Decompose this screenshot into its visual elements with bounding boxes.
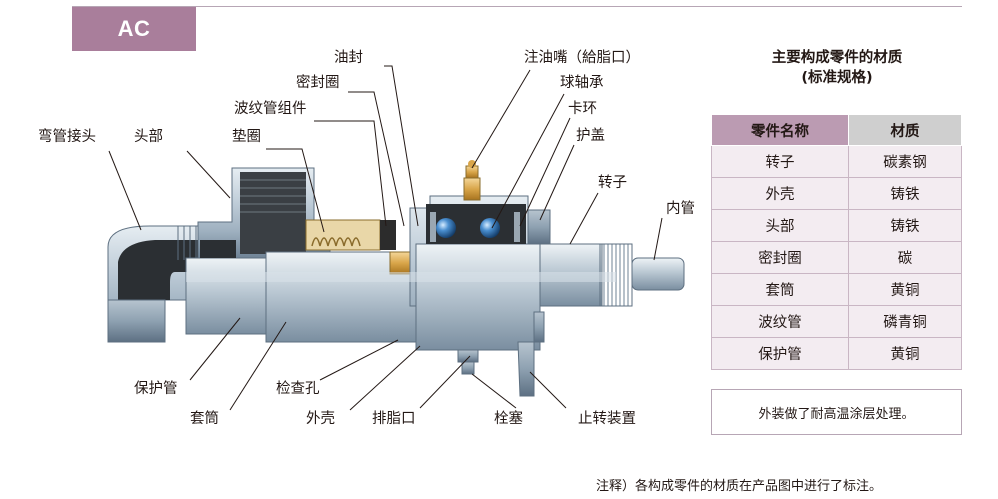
label-rotation-stopper: 止转装置 <box>578 411 636 427</box>
footnote: 注释）各构成零件的材质在产品图中进行了标注。 <box>596 479 883 494</box>
material-cell: 黄铜 <box>848 273 962 306</box>
material-cell: 碳素钢 <box>848 145 962 178</box>
table-row: 密封圈碳 <box>711 241 962 274</box>
part-name-cell: 头部 <box>711 209 849 242</box>
label-housing: 外壳 <box>306 411 335 427</box>
model-badge: AC <box>72 7 196 51</box>
label-seal-ring: 密封圈 <box>296 75 340 91</box>
label-gasket: 垫圈 <box>232 129 261 145</box>
top-rule <box>72 6 962 7</box>
label-inspection-hole: 检查孔 <box>276 381 320 397</box>
table-row: 外壳铸铁 <box>711 177 962 210</box>
materials-table-title: 主要构成零件的材质 (标准规格) <box>712 48 962 88</box>
label-inner-pipe: 内管 <box>666 201 695 217</box>
label-snap-ring: 卡环 <box>568 101 597 117</box>
label-grease-nipple: 注油嘴（給脂口） <box>524 50 640 66</box>
label-rotor: 转子 <box>598 175 627 191</box>
label-cover: 护盖 <box>576 128 605 144</box>
table-row: 转子碳素钢 <box>711 145 962 178</box>
label-oil-seal: 油封 <box>334 50 363 66</box>
material-cell: 磷青铜 <box>848 305 962 338</box>
label-protective-pipe: 保护管 <box>134 381 178 397</box>
label-grease-drain: 排脂口 <box>372 411 416 427</box>
surface-coating-note: 外装做了耐高温涂层处理。 <box>711 389 962 435</box>
part-name-cell: 保护管 <box>711 337 849 370</box>
table-row: 套筒黄铜 <box>711 273 962 306</box>
material-cell: 碳 <box>848 241 962 274</box>
material-cell: 铸铁 <box>848 177 962 210</box>
table-row: 保护管黄铜 <box>711 337 962 370</box>
label-plug: 栓塞 <box>494 411 523 427</box>
part-name-cell: 波纹管 <box>711 305 849 338</box>
header-part-name: 零件名称 <box>711 114 849 146</box>
materials-table-header-row: 零件名称 材质 <box>711 114 962 146</box>
label-sleeve: 套筒 <box>190 411 219 427</box>
material-cell: 铸铁 <box>848 209 962 242</box>
part-name-cell: 转子 <box>711 145 849 178</box>
part-name-cell: 套筒 <box>711 273 849 306</box>
surface-coating-note-text: 外装做了耐高温涂层处理。 <box>758 406 915 422</box>
label-elbow: 弯管接头 <box>38 129 96 145</box>
header-material: 材质 <box>848 114 962 146</box>
materials-table-title-line1: 主要构成零件的材质 <box>771 50 903 66</box>
table-row: 头部铸铁 <box>711 209 962 242</box>
materials-table-title-line2: (标准规格) <box>801 70 873 86</box>
materials-table: 零件名称 材质 转子碳素钢 外壳铸铁 头部铸铁 密封圈碳 套筒黄铜 波纹管磷青铜… <box>711 114 962 370</box>
label-head: 头部 <box>134 129 163 145</box>
material-cell: 黄铜 <box>848 337 962 370</box>
part-name-cell: 密封圈 <box>711 241 849 274</box>
label-ball-bearing: 球轴承 <box>560 75 604 91</box>
table-row: 波纹管磷青铜 <box>711 305 962 338</box>
label-bellows-assembly: 波纹管组件 <box>234 101 307 117</box>
part-name-cell: 外壳 <box>711 177 849 210</box>
